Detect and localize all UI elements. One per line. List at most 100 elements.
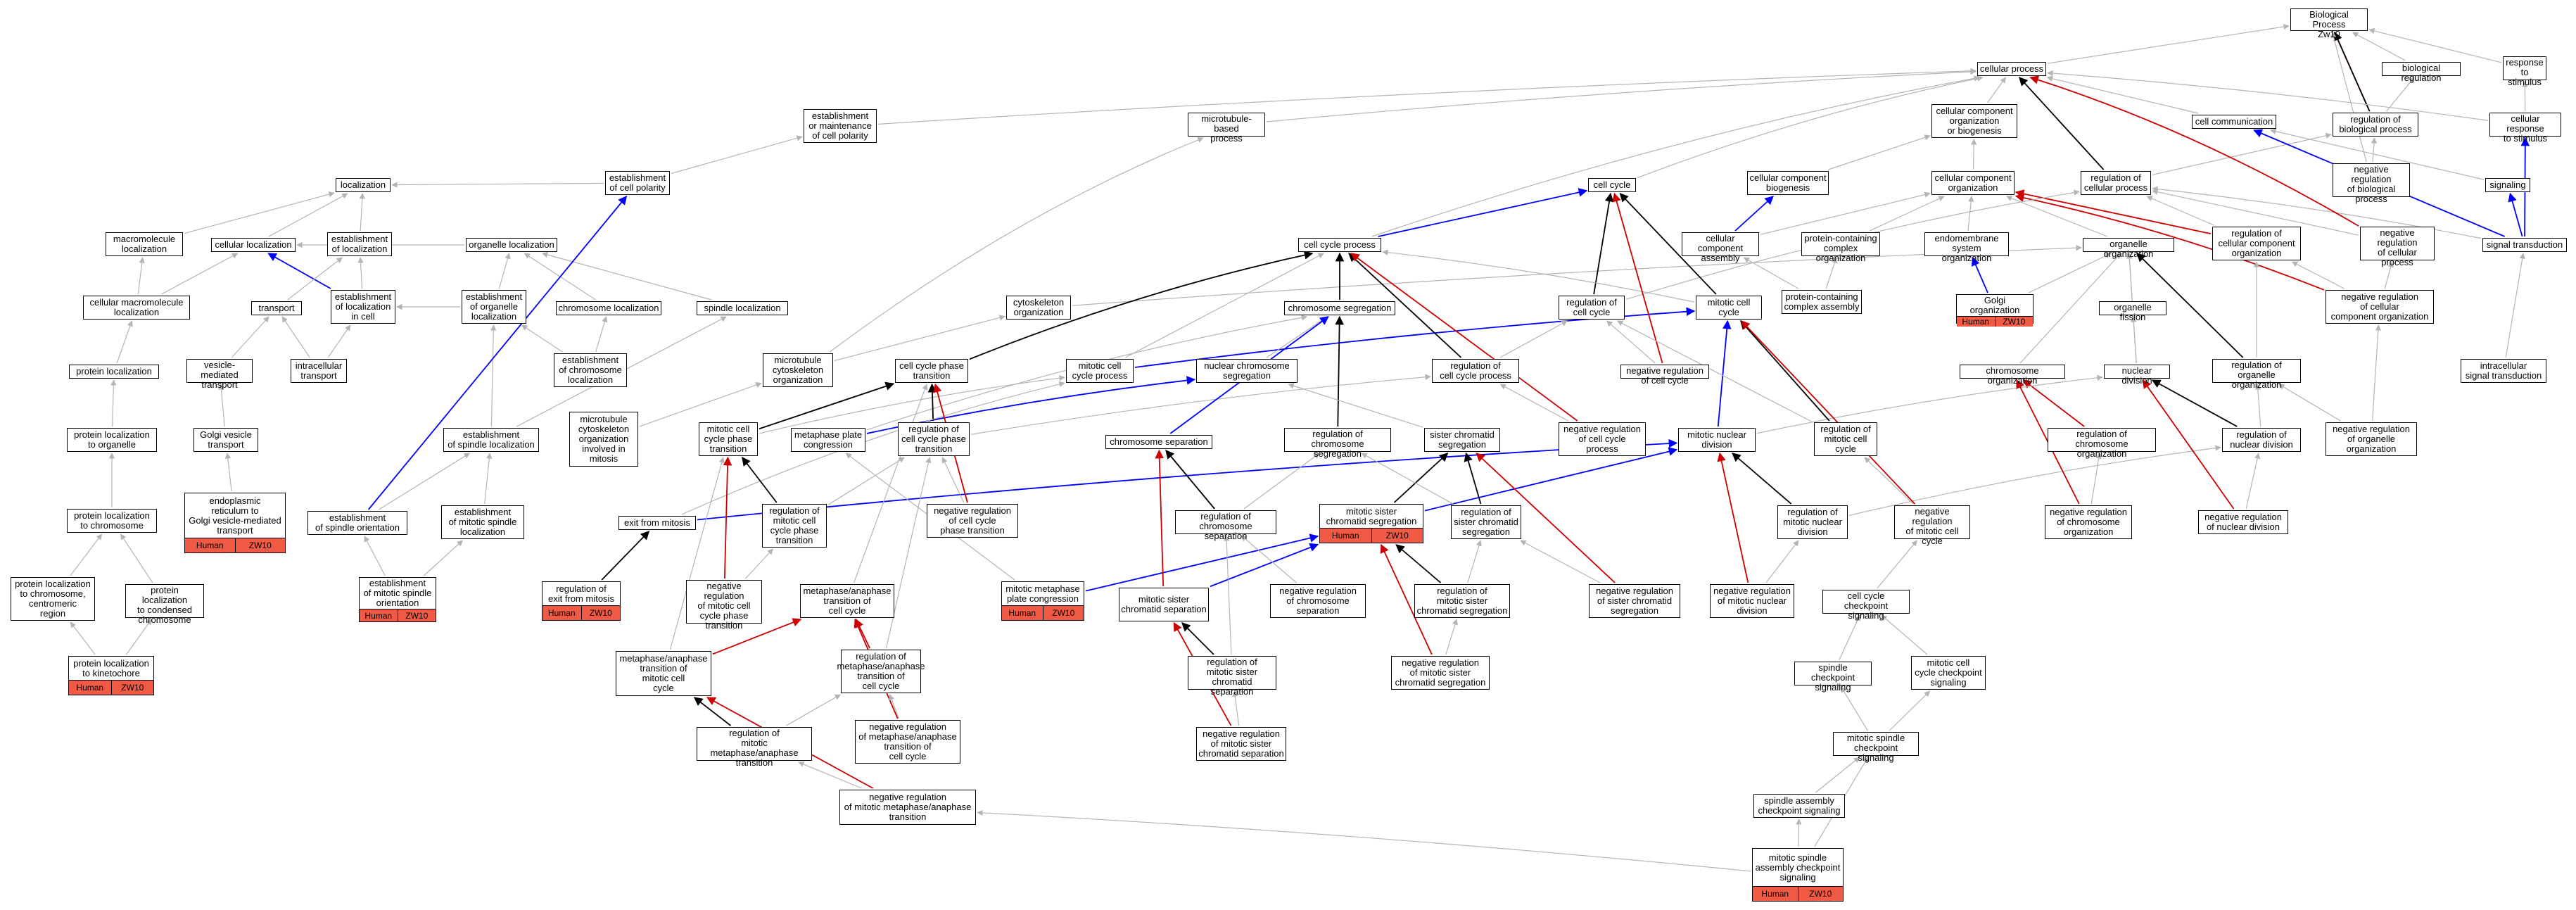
go-term-nrmscsep[interactable]: negative regulation of mitotic sister ch… <box>1196 727 1286 761</box>
go-term-nd[interactable]: nuclear division <box>2104 365 2170 386</box>
go-term-esyso[interactable]: endomembrane system organization <box>1924 232 2009 263</box>
go-term-ccp[interactable]: cell cycle process <box>1298 238 1381 252</box>
go-term-rts[interactable]: response to stimulus <box>2503 56 2546 87</box>
go-term-ccb[interactable]: cellular component biogenesis <box>1747 171 1829 195</box>
go-term-eso[interactable]: establishment of spindle orientation <box>307 511 407 535</box>
go-term-pcca[interactable]: protein-containing complex assembly <box>1782 290 1862 314</box>
go-term-ist[interactable]: intracellular signal transduction <box>2461 359 2546 383</box>
go-term-ergt[interactable]: endoplasmic reticulum to Golgi vesicle-m… <box>184 493 286 553</box>
go-term-rmscs[interactable]: regulation of mitotic sister chromatid s… <box>1414 584 1510 618</box>
go-term-rccco[interactable]: regulation of cellular component organiz… <box>2212 227 2301 260</box>
go-term-ol[interactable]: organelle localization <box>466 238 557 252</box>
go-term-scps[interactable]: spindle checkpoint signaling <box>1794 662 1872 693</box>
go-term-ploc[interactable]: protein localization <box>69 365 159 379</box>
go-term-pltchr[interactable]: protein localization to chromosome <box>67 509 157 533</box>
go-term-mcc[interactable]: mitotic cell cycle <box>1696 296 1762 320</box>
go-term-tr[interactable]: transport <box>251 301 302 315</box>
go-term-eol[interactable]: establishment of organelle localization <box>462 290 526 324</box>
go-term-mccp[interactable]: mitotic cell cycle process <box>1066 359 1134 383</box>
go-term-nrmccpt[interactable]: negative regulation of mitotic cell cycl… <box>686 580 762 631</box>
go-term-mbp[interactable]: microtubule-based process <box>1188 113 1265 144</box>
go-term-sig[interactable]: signaling <box>2485 178 2530 192</box>
go-term-sacs[interactable]: spindle assembly checkpoint signaling <box>1753 794 1845 818</box>
go-term-mtco[interactable]: microtubule cytoskeleton organization <box>763 353 833 387</box>
go-term-rmoo[interactable]: negative regulation of organelle organiz… <box>2326 422 2417 456</box>
go-term-ecp[interactable]: establishment of cell polarity <box>605 171 670 195</box>
go-term-nrccco[interactable]: negative regulation of cellular componen… <box>2326 290 2434 324</box>
go-term-vmt[interactable]: vesicle-mediated transport <box>186 359 253 390</box>
go-term-corg[interactable]: chromosome organization <box>1960 365 2065 386</box>
go-term-ncs[interactable]: nuclear chromosome segregation <box>1196 359 1297 383</box>
go-term-crs[interactable]: cellular response to stimulus <box>2489 113 2561 144</box>
go-term-loc[interactable]: localization <box>336 178 391 192</box>
go-term-nrco[interactable]: negative regulation of chromosome organi… <box>2045 505 2132 539</box>
go-term-rnd[interactable]: regulation of nuclear division <box>2222 428 2301 452</box>
go-term-ccomm[interactable]: cell communication <box>2192 115 2276 129</box>
go-term-nrbp[interactable]: negative regulation of biological proces… <box>2333 163 2410 204</box>
go-term-pcco[interactable]: protein-containing complex organization <box>1801 232 1880 263</box>
go-term-cl2[interactable]: chromosome localization <box>556 301 661 315</box>
go-term-exm[interactable]: exit from mitosis <box>618 516 696 530</box>
go-term-gvt[interactable]: Golgi vesicle transport <box>193 428 258 452</box>
go-term-cmml[interactable]: cellular macromolecule localization <box>83 296 190 320</box>
go-term-rcsep[interactable]: regulation of chromosome separation <box>1175 510 1276 541</box>
go-term-mml[interactable]: macromolecule localization <box>106 232 183 256</box>
go-term-ccob[interactable]: cellular component organization or bioge… <box>1931 104 2017 138</box>
go-term-cc[interactable]: cell cycle <box>1588 178 1636 192</box>
go-term-mccps[interactable]: mitotic cell cycle checkpoint signaling <box>1911 656 1986 690</box>
go-term-ict[interactable]: intracellular transport <box>291 359 347 383</box>
go-term-rccp[interactable]: regulation of cell cycle process <box>1432 359 1519 383</box>
go-term-rmccpt[interactable]: regulation of mitotic cell cycle phase t… <box>762 504 827 548</box>
go-term-emsl[interactable]: establishment of mitotic spindle localiz… <box>441 505 524 539</box>
go-term-pltc[interactable]: protein localization to organelle <box>67 428 157 452</box>
go-term-cseg[interactable]: chromosome segregation <box>1284 301 1395 315</box>
go-term-nrmscs[interactable]: negative regulation of mitotic sister ch… <box>1391 656 1490 690</box>
go-term-rmat[interactable]: regulation of metaphase/anaphase transit… <box>837 650 925 693</box>
go-term-esl[interactable]: establishment of spindle localization <box>443 428 539 452</box>
go-term-scs[interactable]: sister chromatid segregation <box>1424 428 1500 452</box>
go-term-rscs[interactable]: regulation of sister chromatid segregati… <box>1451 505 1521 539</box>
go-term-cco[interactable]: cellular component organization <box>1931 171 2015 195</box>
go-term-msacs[interactable]: mitotic spindle assembly checkpoint sign… <box>1752 848 1844 902</box>
go-term-nrmat[interactable]: negative regulation of metaphase/anaphas… <box>855 720 960 764</box>
go-term-nrmcc[interactable]: negative regulation of mitotic cell cycl… <box>1894 505 1970 546</box>
go-term-cp[interactable]: cellular process <box>1977 62 2046 76</box>
go-term-roo[interactable]: regulation of organelle organization <box>2212 359 2301 390</box>
go-term-nrccpt[interactable]: negative regulation of cell cycle phase … <box>927 504 1018 538</box>
go-term-cca[interactable]: cellular component assembly <box>1682 232 1759 263</box>
go-term-mnd[interactable]: mitotic nuclear division <box>1678 428 1756 452</box>
go-term-st[interactable]: signal transduction <box>2482 238 2567 252</box>
go-term-matmcc[interactable]: metaphase/anaphase transition of mitotic… <box>616 651 711 696</box>
go-term-nrcc[interactable]: negative regulation of cell cycle <box>1620 365 1709 386</box>
go-term-rmmat[interactable]: regulation of mitotic metaphase/anaphase… <box>697 727 812 768</box>
go-term-nrnd[interactable]: negative regulation of nuclear division <box>2198 510 2288 534</box>
go-term-brg[interactable]: biological regulation <box>2382 62 2461 83</box>
go-term-rcc[interactable]: regulation of cell cycle <box>1559 296 1625 320</box>
go-term-oo[interactable]: organelle organization <box>2083 238 2174 259</box>
go-term-mpc[interactable]: metaphase plate congression <box>791 428 865 452</box>
go-term-nrccp[interactable]: negative regulation of cell cycle proces… <box>1559 422 1646 456</box>
go-term-rco[interactable]: regulation of chromosome organization <box>2048 428 2156 459</box>
go-term-nrcsep[interactable]: negative regulation of chromosome separa… <box>1270 584 1366 618</box>
go-term-ecl[interactable]: establishment of chromosome localization <box>554 353 627 387</box>
go-term-bp[interactable]: Biological Process Zw10 <box>2290 8 2368 39</box>
go-term-mscps[interactable]: mitotic spindle checkpoint signaling <box>1833 732 1919 763</box>
go-term-rcp[interactable]: regulation of cellular process <box>2081 171 2151 195</box>
go-term-mat[interactable]: metaphase/anaphase transition of cell cy… <box>800 584 894 618</box>
go-term-nrcp[interactable]: negative regulation of cellular process <box>2360 227 2435 267</box>
go-term-mscsep[interactable]: mitotic sister chromatid separation <box>1119 588 1209 621</box>
go-term-nrscs[interactable]: negative regulation of sister chromatid … <box>1589 584 1680 618</box>
go-term-ofis[interactable]: organelle fission <box>2099 301 2166 322</box>
go-term-rcs[interactable]: regulation of chromosome segregation <box>1284 428 1391 459</box>
go-term-el[interactable]: establishment of localization <box>327 232 392 256</box>
go-term-nrmmat[interactable]: negative regulation of mitotic metaphase… <box>839 790 976 825</box>
go-term-elc[interactable]: establishment of localization in cell <box>331 290 395 324</box>
go-term-rmnd[interactable]: regulation of mitotic nuclear division <box>1777 505 1848 539</box>
go-term-csep[interactable]: chromosome separation <box>1105 435 1212 449</box>
go-term-plcc[interactable]: protein localization to condensed chromo… <box>125 584 204 625</box>
